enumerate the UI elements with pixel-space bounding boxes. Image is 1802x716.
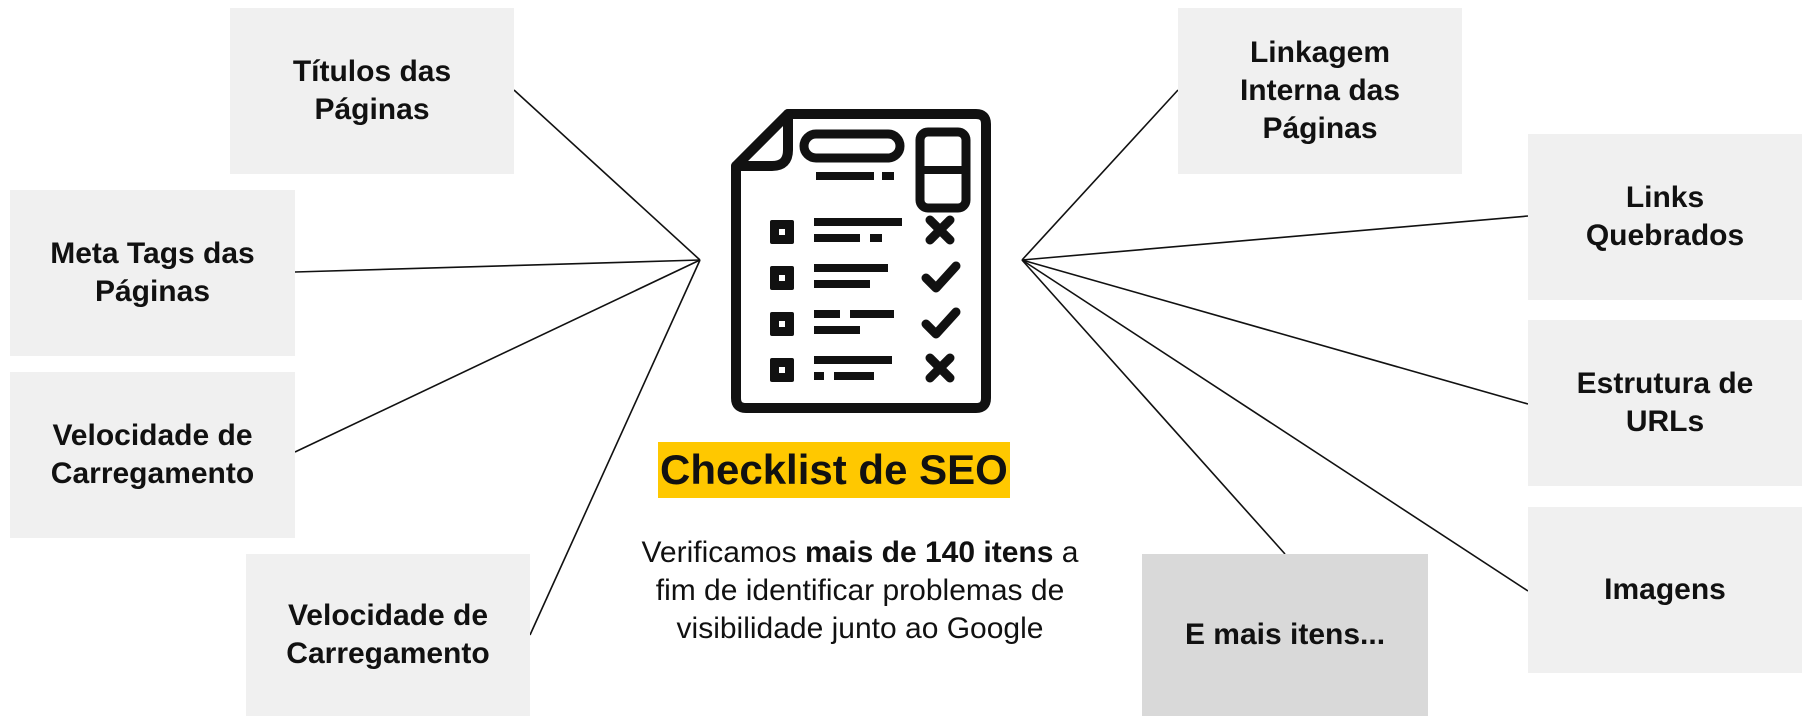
checklist-description: Verificamos mais de 140 itens a fim de i… [641,536,1079,645]
checklist-title: Checklist de SEO [658,442,1010,498]
connector-estrutura-urls [1021,259,1529,405]
item-titulos-das-paginas: Títulos das Páginas [230,8,514,174]
connector-meta-tags [294,259,701,273]
cross-mark-1 [925,215,955,245]
item-e-mais-itens: E mais itens... [1142,554,1428,716]
checklist-document-icon [731,109,991,413]
item-linkagem-interna: Linkagem Interna das Páginas [1178,8,1462,174]
connector-titulos [513,89,701,261]
item-meta-tags-das-paginas: Meta Tags das Páginas [10,190,295,356]
connector-velocidade-1 [294,259,701,453]
connector-links-quebrados [1021,215,1529,261]
item-links-quebrados: Links Quebrados [1528,134,1802,300]
connector-mais-itens [1021,259,1286,555]
item-estrutura-de-urls: Estrutura de URLs [1528,320,1802,486]
document-outline [731,109,991,413]
connector-imagens [1021,259,1529,592]
connector-linkagem [1021,89,1179,261]
item-velocidade-de-carregamento: Velocidade de Carregamento [10,372,295,538]
check-mark-2 [921,307,961,339]
cross-mark-2 [925,353,955,383]
document-folded-corner [731,109,793,171]
title-pill [799,129,905,163]
check-mark-1 [921,261,961,293]
item-imagens: Imagens [1528,507,1802,673]
item-velocidade-de-carregamento-2: Velocidade de Carregamento [246,554,530,716]
